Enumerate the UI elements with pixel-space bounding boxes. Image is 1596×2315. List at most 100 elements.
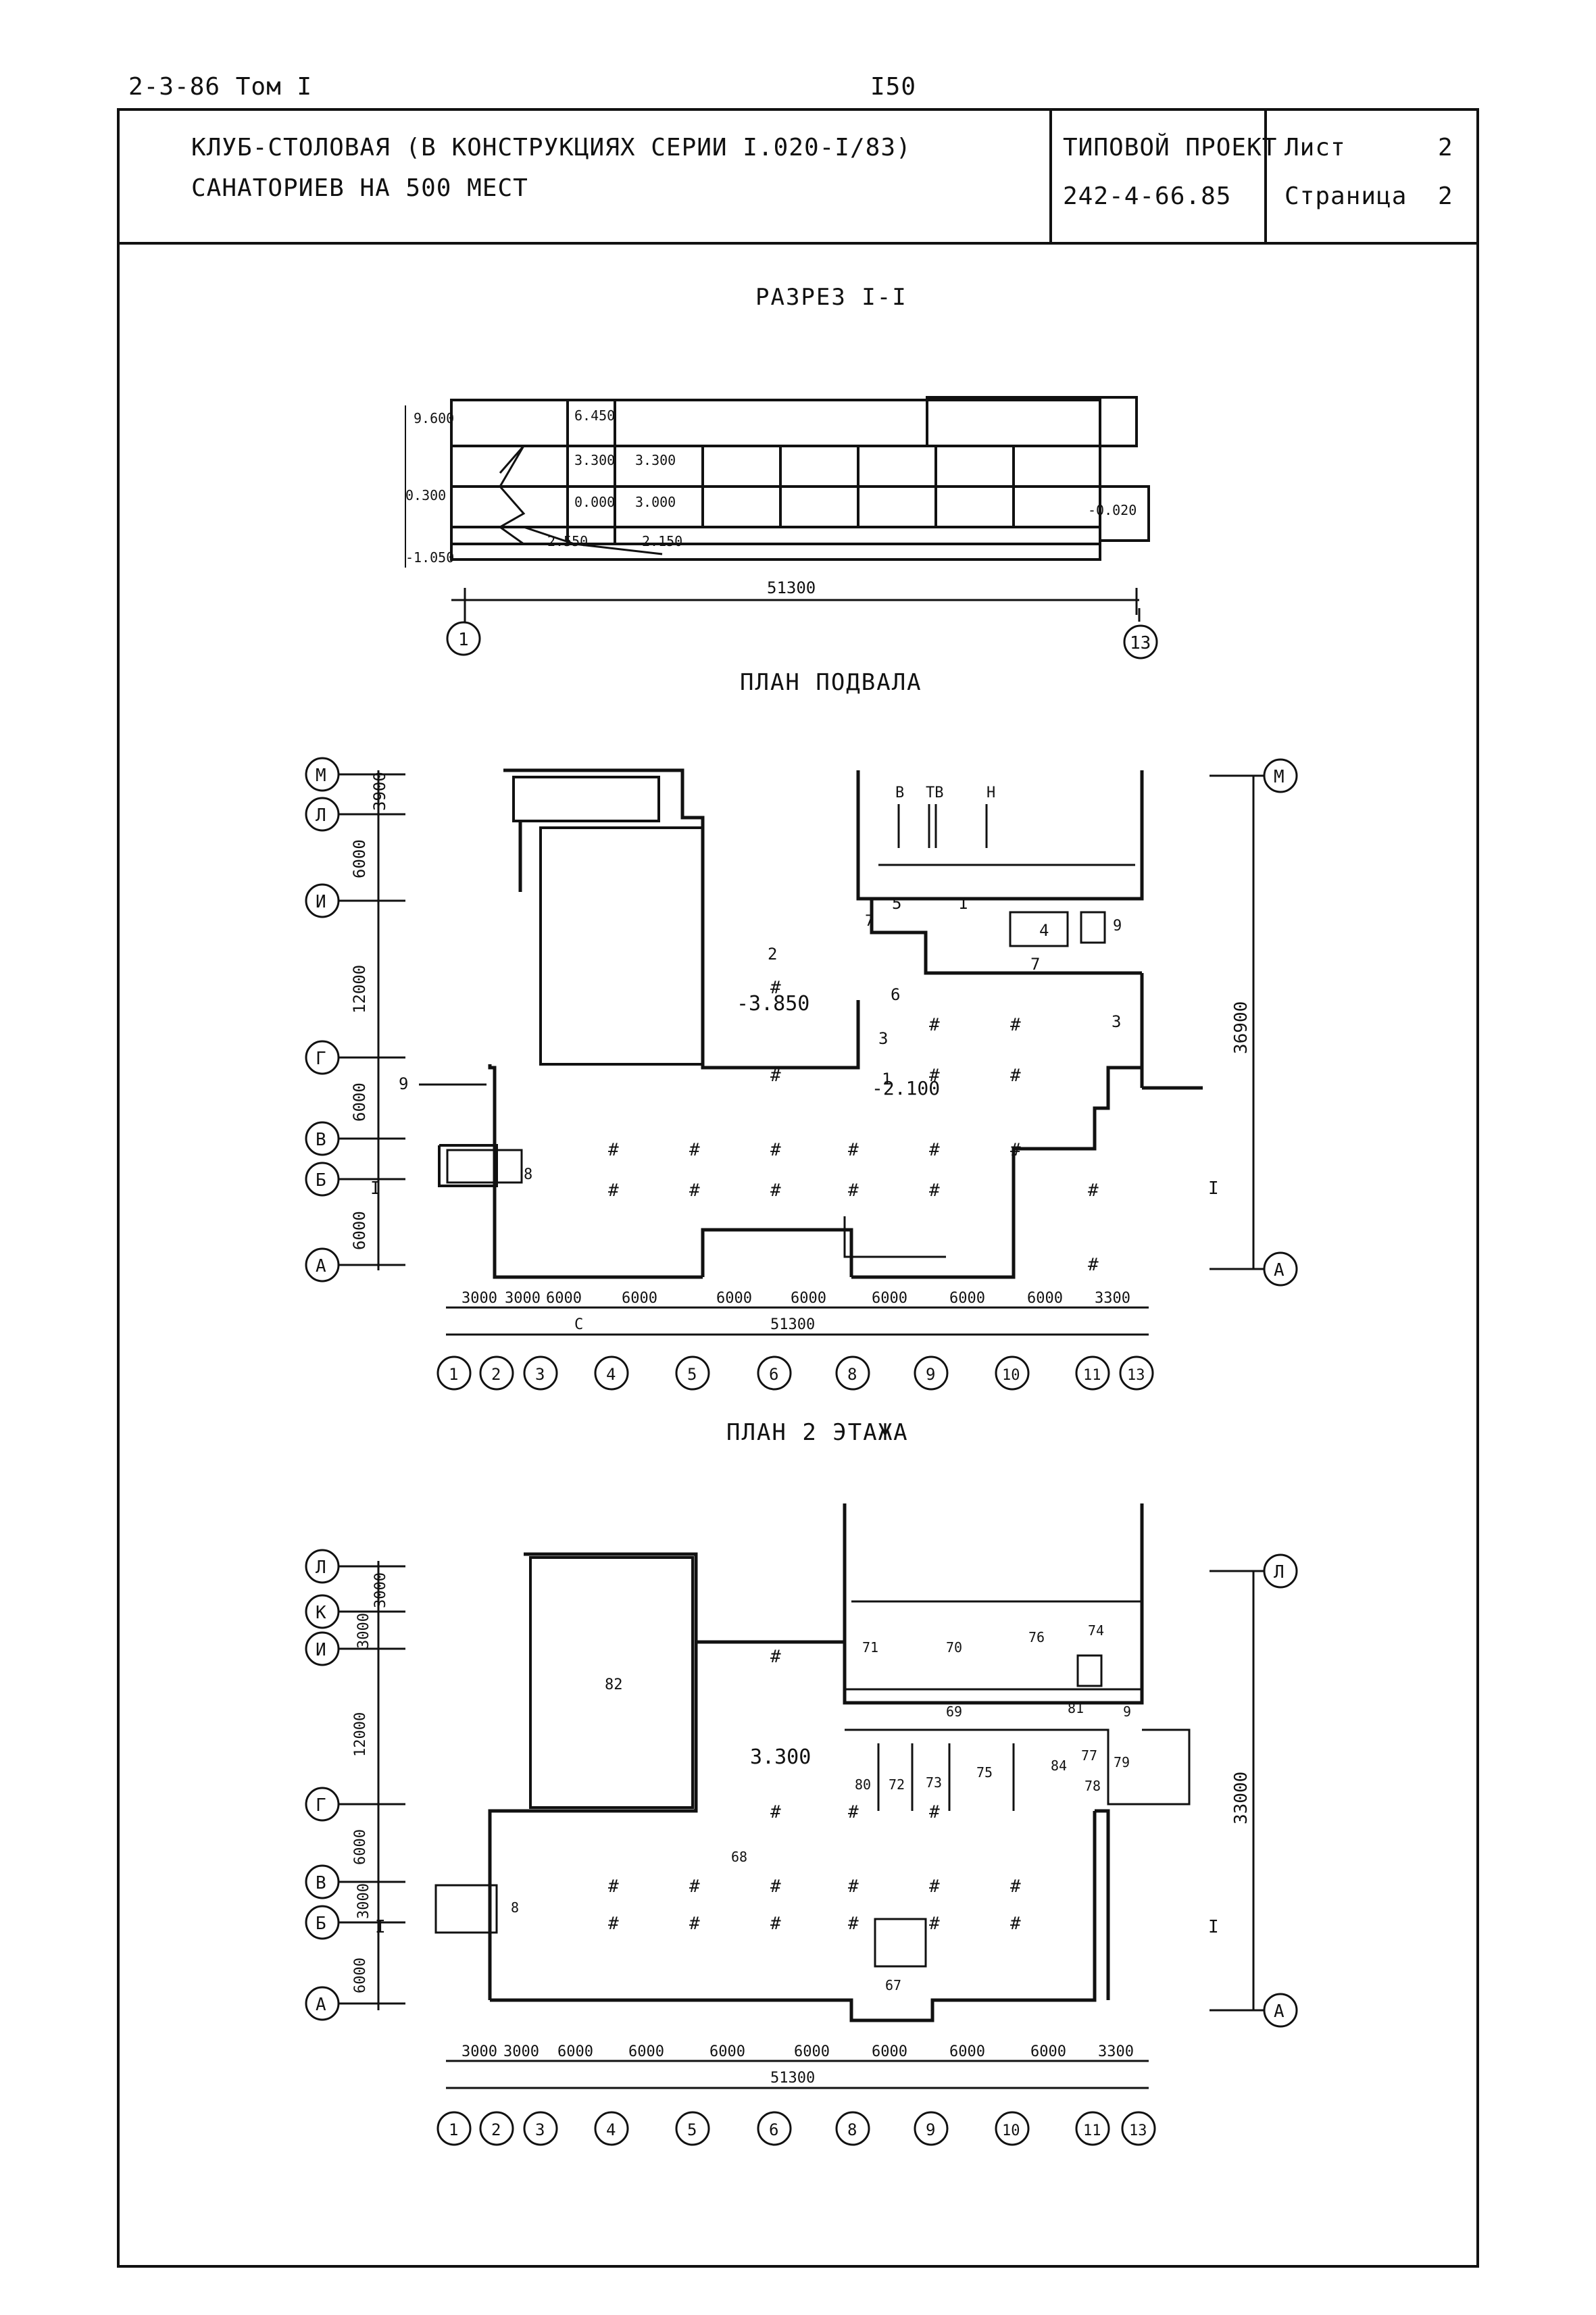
- room-number: 8: [524, 1166, 532, 1183]
- axis-label: А: [316, 1995, 326, 2015]
- page-number: I50: [870, 73, 917, 101]
- col-dimension: 3000: [503, 2043, 539, 2060]
- svg-text:#: #: [608, 1180, 619, 1201]
- floor2-col-axes: [437, 2111, 1156, 2146]
- level-label: 2.150: [642, 533, 682, 549]
- row-dimension: 6000: [350, 1211, 369, 1250]
- floor2-column-dimension-lines: [446, 2060, 1149, 2089]
- room-number: 9: [399, 1074, 408, 1093]
- section-mark: I: [370, 1178, 381, 1199]
- basement-plan-title: ПЛАН ПОДВАЛА: [740, 669, 922, 696]
- project-title-line2: САНАТОРИЕВ НА 500 МЕСТ: [191, 174, 528, 202]
- col-dimension: 6000: [546, 1290, 582, 1307]
- title-block-divider: [1049, 108, 1052, 242]
- axis-label: 4: [606, 1365, 616, 1384]
- section-upper-volume: [926, 396, 1138, 447]
- level-label: 3.300: [750, 1745, 811, 1769]
- axis-label: 13: [1130, 633, 1151, 653]
- section-mark: I: [1208, 1917, 1219, 1937]
- svg-text:#: #: [1088, 1180, 1099, 1201]
- document-reference: 2-3-86 Том I: [128, 73, 313, 101]
- svg-text:#: #: [770, 1914, 781, 1934]
- level-label: 3.300: [574, 452, 615, 468]
- room-number: 82: [605, 1676, 623, 1693]
- col-dimension: 6000: [794, 2043, 830, 2060]
- overall-dimension: 51300: [770, 1316, 815, 1333]
- axis-label: А: [316, 1256, 326, 1276]
- level-label: 0.300: [405, 487, 446, 503]
- row-dimension: 12000: [350, 965, 369, 1014]
- axis-label: Б: [316, 1914, 326, 1934]
- room-number: 80: [855, 1776, 871, 1793]
- axis-label: 13: [1127, 1367, 1145, 1384]
- svg-text:#: #: [770, 1876, 781, 1897]
- col-dimension: 3000: [462, 1290, 497, 1307]
- svg-text:#: #: [608, 1914, 619, 1934]
- col-dimension: 6000: [709, 2043, 745, 2060]
- project-code: 242-4-66.85: [1063, 182, 1232, 210]
- room-number: 67: [885, 1977, 901, 1993]
- axis-label: М: [316, 766, 326, 786]
- svg-text:#: #: [929, 1140, 940, 1160]
- level-label: 2.550: [547, 533, 588, 549]
- room-number: 84: [1051, 1758, 1067, 1774]
- col-dimension: 6000: [557, 2043, 593, 2060]
- room-number: 3: [1112, 1012, 1121, 1031]
- sheet-value: 2: [1438, 134, 1453, 161]
- room-number: 5: [892, 894, 901, 913]
- col-dimension: 6000: [716, 1290, 752, 1307]
- svg-text:#: #: [608, 1140, 619, 1160]
- level-label: 6.450: [574, 407, 615, 424]
- axis-label: 2: [491, 1365, 501, 1384]
- axis-bubble: [446, 621, 481, 656]
- room-number: 7: [1030, 955, 1040, 974]
- room-number: 79: [1114, 1754, 1130, 1770]
- axis-label: 5: [687, 2120, 697, 2139]
- svg-text:#: #: [1010, 1876, 1021, 1897]
- section-overall-dimension: 51300: [767, 578, 816, 597]
- axis-label: 6: [769, 2120, 778, 2139]
- row-dimension: 6000: [352, 1829, 369, 1865]
- basement-col-axes: [437, 1355, 1154, 1391]
- level-label: -3.850: [737, 992, 809, 1016]
- room-number: 4: [1039, 921, 1049, 940]
- axis-label: Л: [316, 805, 326, 826]
- axis-label: 3: [535, 2120, 545, 2139]
- col-dimension: 6000: [1027, 1290, 1063, 1307]
- axis-label: 1: [449, 2120, 458, 2139]
- title-block: КЛУБ-СТОЛОВАЯ (В КОНСТРУКЦИЯХ СЕРИИ I.02…: [117, 108, 1479, 245]
- axis-label: 5: [687, 1365, 697, 1384]
- room-number: 1: [882, 1070, 891, 1089]
- axis-label: 1: [458, 630, 469, 650]
- svg-text:#: #: [1010, 1015, 1021, 1035]
- room-number: 71: [862, 1639, 878, 1656]
- svg-text:#: #: [1010, 1914, 1021, 1934]
- level-label: -0.020: [1088, 502, 1137, 518]
- svg-text:#: #: [848, 1140, 859, 1160]
- room-number: 81: [1068, 1700, 1084, 1716]
- entry-label: Н: [987, 785, 995, 801]
- row-dimension: 6000: [352, 1958, 369, 1993]
- svg-text:#: #: [770, 1647, 781, 1667]
- svg-text:#: #: [689, 1180, 700, 1201]
- svg-text:#: #: [848, 1802, 859, 1822]
- room-number: 78: [1084, 1778, 1101, 1794]
- room-number: 8: [511, 1899, 519, 1916]
- project-title-line1: КЛУБ-СТОЛОВАЯ (В КОНСТРУКЦИЯХ СЕРИИ I.02…: [191, 134, 912, 161]
- col-dimension: 6000: [628, 2043, 664, 2060]
- axis-label: 3: [535, 1365, 545, 1384]
- svg-text:#: #: [770, 1180, 781, 1201]
- axis-label: 4: [606, 2120, 616, 2139]
- section-drawing: [405, 396, 1150, 568]
- col-dimension: 3300: [1098, 2043, 1134, 2060]
- axis-label: В: [316, 1873, 326, 1893]
- room-number: 77: [1081, 1747, 1097, 1764]
- axis-label: 10: [1002, 2122, 1020, 2139]
- col-dimension: 3000: [505, 1290, 541, 1307]
- col-dimension: 6000: [949, 1290, 985, 1307]
- project-type-label: ТИПОВОЙ ПРОЕКТ: [1063, 134, 1278, 161]
- svg-text:#: #: [848, 1914, 859, 1934]
- room-number: 75: [976, 1764, 993, 1781]
- col-dimension: 6000: [872, 2043, 907, 2060]
